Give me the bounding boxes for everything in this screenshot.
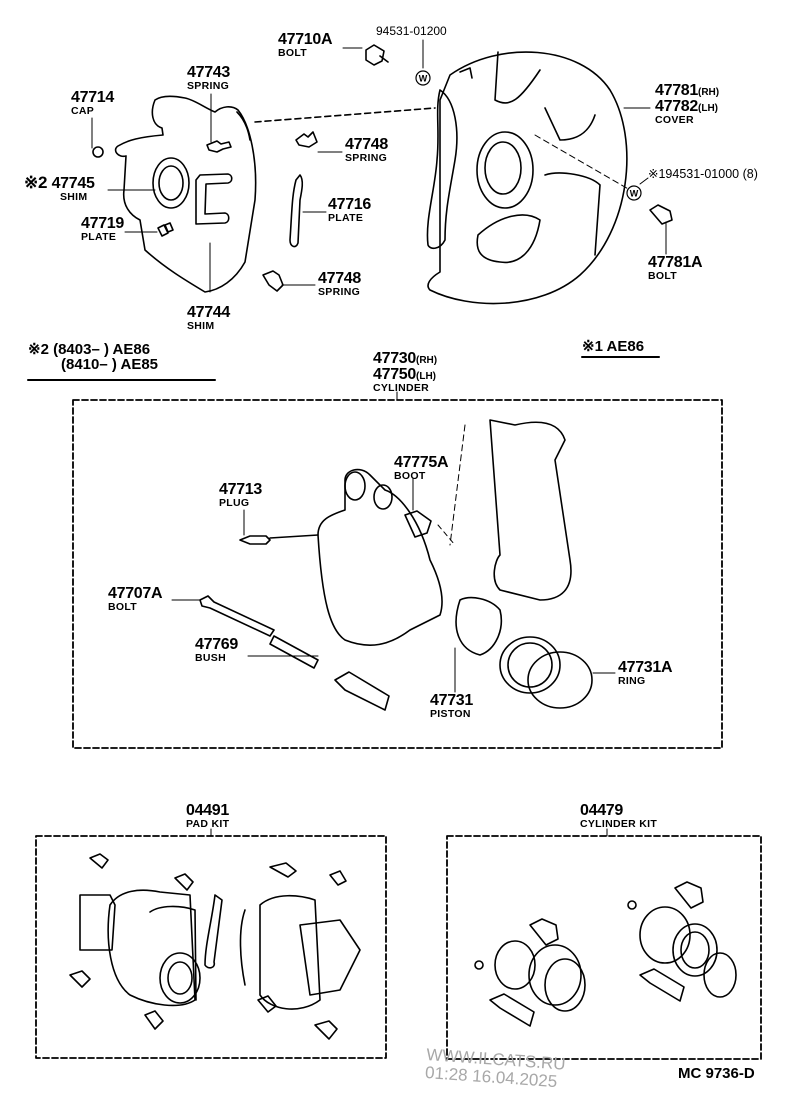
part-number-rh: 47730 — [373, 350, 416, 367]
part-label-47730-cylinder[interactable]: 47730(RH) 47750(LH) CYLINDER — [373, 351, 437, 394]
part-name: SHIM — [60, 191, 88, 203]
part-number: 47744 — [187, 304, 230, 321]
side-rh: (RH) — [698, 87, 720, 98]
part-number: 47781A — [648, 254, 703, 271]
part-number: 47743 — [187, 64, 230, 81]
part-label-47707a[interactable]: 47707A BOLT — [108, 585, 163, 613]
cylinder-kit-box — [446, 835, 762, 1060]
part-number: 47716 — [328, 196, 371, 213]
part-label-47769[interactable]: 47769 BUSH — [195, 637, 238, 664]
note-1-text: ※1 AE86 — [582, 338, 645, 355]
part-label-47775a[interactable]: 47775A BOOT — [394, 454, 449, 482]
part-number: 47714 — [71, 89, 114, 106]
leader-lines-middle — [171, 477, 616, 693]
part-label-47710a[interactable]: 47710A BOLT — [278, 31, 333, 59]
part-number: 47719 — [81, 215, 124, 232]
part-label-47743[interactable]: 47743 SPRING — [187, 65, 230, 92]
part-name: BOOT — [394, 470, 426, 482]
note-2-line-2: (8410– ) AE85 — [61, 356, 159, 373]
pad-kit-drawing — [69, 853, 361, 1040]
side-lh: (LH) — [416, 371, 436, 382]
part-number: 04479 — [580, 802, 623, 819]
caliper-drawing — [199, 419, 593, 711]
part-number: 47745 — [51, 175, 95, 192]
part-number: 47748 — [345, 136, 388, 153]
bolt-47710a-drawing — [365, 44, 389, 66]
part-label-47781-cover[interactable]: 47781(RH) 47782(LH) COVER — [655, 83, 719, 126]
part-number: 47713 — [219, 481, 262, 498]
part-name: BOLT — [278, 47, 307, 59]
part-name: CYLINDER — [373, 382, 430, 394]
part-name: SPRING — [345, 152, 388, 164]
part-number: 04491 — [186, 802, 229, 819]
part-number: 47707A — [108, 585, 163, 602]
washer-icon — [626, 185, 642, 201]
part-name: PLUG — [219, 497, 250, 509]
part-label-04491-pad-kit[interactable]: 04491 PAD KIT — [186, 803, 229, 830]
part-number-lh: 47782 — [655, 98, 698, 115]
part-number: 94531-01200 — [376, 24, 447, 38]
part-label-47713[interactable]: 47713 PLUG — [219, 482, 262, 509]
note-2-line-1: ※2 (8403– ) AE86 — [28, 341, 151, 358]
part-name: PISTON — [430, 708, 471, 720]
part-label-04479-cylinder-kit[interactable]: 04479 CYLINDER KIT — [580, 803, 657, 830]
cylinder-kit-drawing — [474, 881, 737, 1027]
part-number: ※194531-01000 (8) — [648, 167, 758, 181]
part-label-47748-upper[interactable]: 47748 SPRING — [345, 137, 388, 164]
cylinder-assembly-box — [72, 399, 723, 749]
part-label-47719[interactable]: 47719 PLATE — [81, 216, 124, 243]
part-label-47781a[interactable]: 47781A BOLT — [648, 254, 703, 282]
note-mark: ※2 — [24, 173, 48, 192]
washer-symbol: W — [419, 74, 428, 84]
diagram-code: MC 9736-D — [678, 1065, 755, 1082]
part-label-47731a[interactable]: 47731A RING — [618, 659, 673, 687]
washer-symbol: W — [630, 189, 639, 199]
part-label-47714[interactable]: 47714 CAP — [71, 90, 114, 117]
part-name: SPRING — [187, 80, 230, 92]
part-name: CAP — [71, 105, 95, 117]
part-label-194531-01000[interactable]: ※194531-01000 (8) — [648, 166, 758, 182]
side-rh: (RH) — [416, 355, 438, 366]
part-name: RING — [618, 675, 646, 687]
part-name: SPRING — [318, 286, 361, 298]
part-label-47748-lower[interactable]: 47748 SPRING — [318, 271, 361, 298]
part-number: 47769 — [195, 636, 238, 653]
note-1: ※1 AE86 — [582, 339, 644, 354]
part-name: PLATE — [81, 231, 117, 243]
part-name: BUSH — [195, 652, 226, 664]
part-label-47716[interactable]: 47716 PLATE — [328, 197, 371, 224]
part-name: SHIM — [187, 320, 215, 332]
part-number: 47710A — [278, 31, 333, 48]
part-label-47731[interactable]: 47731 PISTON — [430, 693, 473, 720]
part-label-47744[interactable]: 47744 SHIM — [187, 305, 230, 332]
pad-support-drawing — [92, 95, 436, 293]
part-name: BOLT — [108, 601, 137, 613]
part-number: 47731 — [430, 692, 473, 709]
part-name: BOLT — [648, 270, 677, 282]
part-number: 47748 — [318, 270, 361, 287]
part-name: CYLINDER KIT — [580, 818, 658, 830]
part-label-47745[interactable]: ※2 47745 SHIM — [24, 174, 95, 203]
part-number-lh: 47750 — [373, 366, 416, 383]
part-label-94531-01200[interactable]: 94531-01200 — [376, 23, 447, 39]
part-number: 47775A — [394, 454, 449, 471]
part-name: PLATE — [328, 212, 364, 224]
part-name: COVER — [655, 114, 694, 126]
note-2: ※2 (8403– ) AE86 (8410– ) AE85 — [28, 342, 158, 372]
part-number: 47731A — [618, 659, 673, 676]
side-lh: (LH) — [698, 103, 718, 114]
disc-cover-drawing — [426, 51, 673, 305]
part-number-rh: 47781 — [655, 82, 698, 99]
washer-icon — [415, 70, 431, 86]
part-name: PAD KIT — [186, 818, 230, 830]
leader-lines-top-left — [91, 39, 424, 293]
